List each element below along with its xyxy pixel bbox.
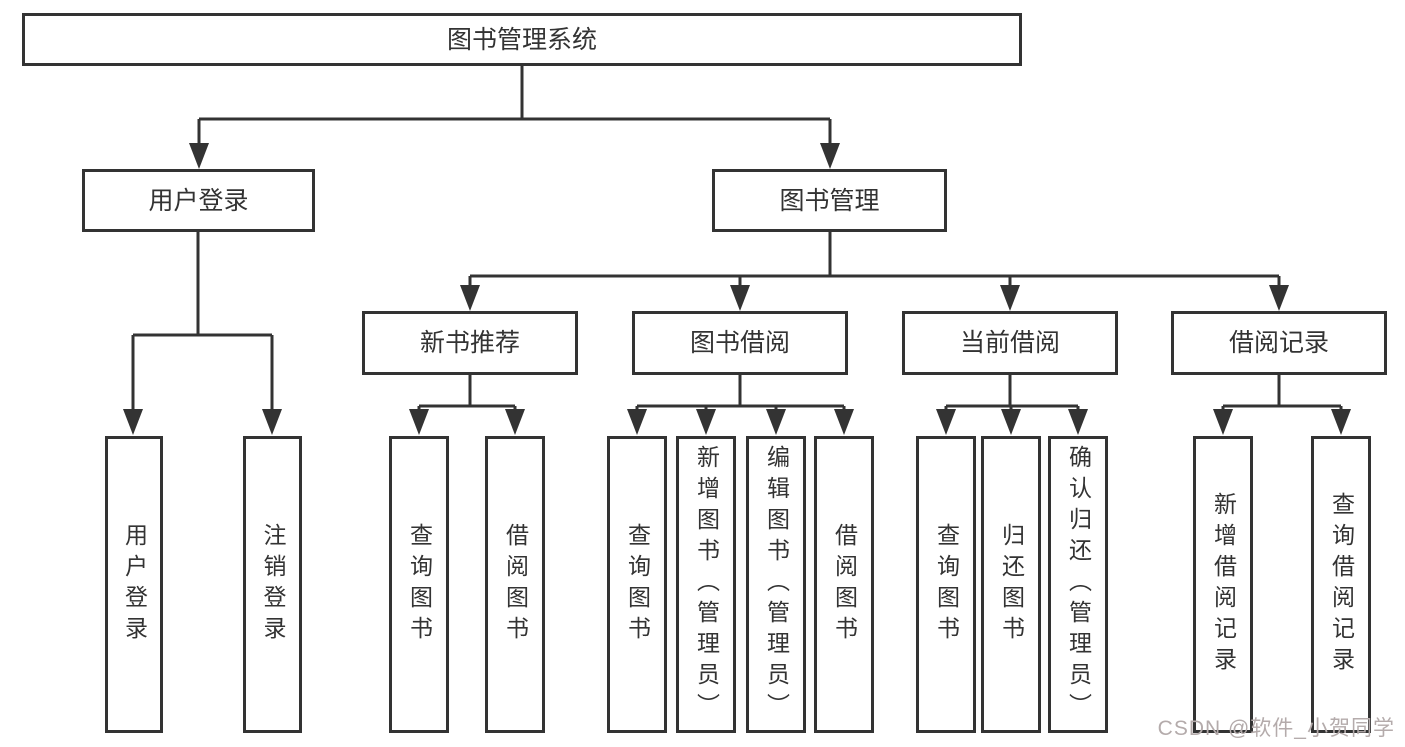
leaf-add-borrow-record: 新增借阅记录 xyxy=(1193,436,1253,733)
arrow-down-icon xyxy=(1331,409,1351,435)
arrow-down-icon xyxy=(766,409,786,435)
arrow-down-icon xyxy=(123,409,143,435)
arrow-down-icon xyxy=(460,285,480,311)
arrow-down-icon xyxy=(1213,409,1233,435)
node-library-system: 图书管理系统 xyxy=(22,13,1022,66)
arrow-down-icon xyxy=(834,409,854,435)
leaf-edit-book-admin: 编辑图书（管理员） xyxy=(746,436,806,733)
arrow-down-icon xyxy=(627,409,647,435)
node-new-book-recommend: 新书推荐 xyxy=(362,311,578,375)
node-book-management: 图书管理 xyxy=(712,169,947,232)
arrow-down-icon xyxy=(936,409,956,435)
node-user-login: 用户登录 xyxy=(82,169,315,232)
arrow-down-icon xyxy=(820,143,840,169)
leaf-borrow-books-recommend: 借阅图书 xyxy=(485,436,545,733)
leaf-query-books-borrow: 查询图书 xyxy=(607,436,667,733)
leaf-logout: 注销登录 xyxy=(243,436,302,733)
leaf-query-books-recommend: 查询图书 xyxy=(389,436,449,733)
arrow-down-icon xyxy=(730,285,750,311)
arrow-down-icon xyxy=(262,409,282,435)
arrow-down-icon xyxy=(1001,409,1021,435)
arrow-down-icon xyxy=(1068,409,1088,435)
arrow-down-icon xyxy=(505,409,525,435)
leaf-confirm-return-admin: 确认归还（管理员） xyxy=(1048,436,1108,733)
arrow-down-icon xyxy=(189,143,209,169)
node-current-borrowing: 当前借阅 xyxy=(902,311,1118,375)
leaf-return-book: 归还图书 xyxy=(981,436,1041,733)
leaf-query-borrow-record: 查询借阅记录 xyxy=(1311,436,1371,733)
leaf-user-login: 用户登录 xyxy=(105,436,163,733)
node-book-borrowing: 图书借阅 xyxy=(632,311,848,375)
arrowheads xyxy=(123,143,1351,435)
node-borrowing-records: 借阅记录 xyxy=(1171,311,1387,375)
leaf-borrow-books-borrow: 借阅图书 xyxy=(814,436,874,733)
leaf-query-books-current: 查询图书 xyxy=(916,436,976,733)
watermark: CSDN @软件_小贺同学 xyxy=(1157,717,1395,740)
arrow-down-icon xyxy=(409,409,429,435)
arrow-down-icon xyxy=(1269,285,1289,311)
leaf-add-book-admin: 新增图书（管理员） xyxy=(676,436,736,733)
arrow-down-icon xyxy=(696,409,716,435)
arrow-down-icon xyxy=(1000,285,1020,311)
